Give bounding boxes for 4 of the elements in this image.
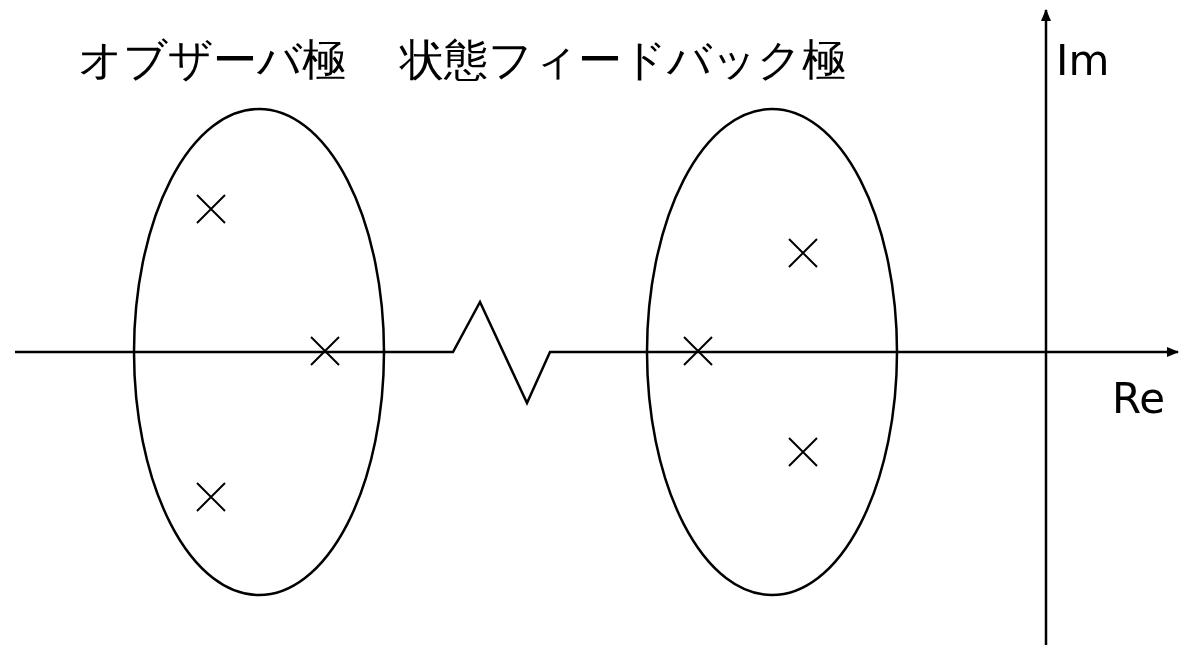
group-label: 状態フィードバック極 — [400, 38, 846, 82]
group-label: オブザーバ極 — [78, 38, 346, 82]
axis-label: Im — [1056, 40, 1110, 82]
axis-label: Re — [1112, 378, 1166, 420]
